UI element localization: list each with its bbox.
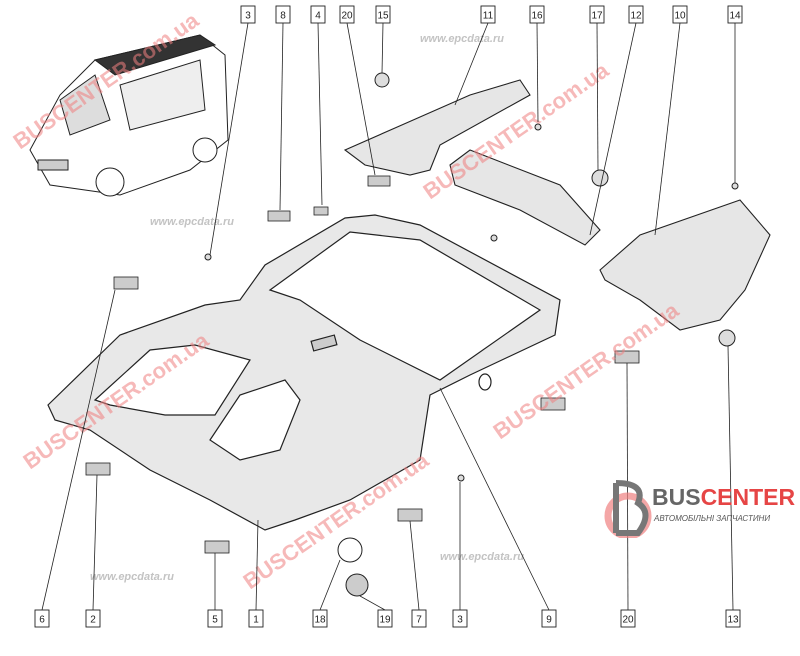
callout-box [628, 5, 644, 24]
callout-box [207, 609, 223, 628]
callout-box [452, 609, 468, 628]
callout-number: 8 [280, 11, 286, 22]
callout-box [240, 5, 256, 24]
callout-box [541, 609, 557, 628]
leader-line [41, 289, 116, 611]
callout-number: 18 [314, 615, 326, 626]
callout-box [620, 609, 636, 628]
callout-box [34, 609, 50, 628]
leader-line [654, 22, 681, 236]
buscenter-logo: BUSCENTER АВТОМОБІЛЬНІ ЗАПЧАСТИНИ [598, 478, 798, 538]
logo-mark-icon [604, 480, 652, 538]
callout-number: 15 [377, 11, 389, 22]
leader-line [209, 22, 249, 256]
callout-number: 12 [630, 11, 642, 22]
leader-line [454, 22, 489, 106]
callout-number: 14 [729, 11, 741, 22]
leader-line [409, 520, 420, 611]
callout-number: 20 [622, 615, 634, 626]
logo-title: BUSCENTER [652, 484, 795, 511]
callout-number: 10 [674, 11, 686, 22]
callout-number: 19 [379, 615, 391, 626]
callout-number: 1 [253, 615, 259, 626]
callout-box [377, 609, 393, 628]
watermark-site: www.epcdata.ru [440, 551, 524, 563]
vehicle-sketch [29, 34, 229, 197]
callout-number: 3 [245, 11, 251, 22]
callout-number: 6 [39, 615, 45, 626]
logo-subtitle: АВТОМОБІЛЬНІ ЗАПЧАСТИНИ [654, 514, 771, 523]
callout-number: 11 [483, 11, 494, 22]
leader-line [279, 22, 284, 211]
leader-line [589, 22, 637, 236]
leader-line [439, 387, 550, 611]
logo-center: CENTER [700, 484, 796, 510]
callout-number: 13 [727, 615, 739, 626]
callout-box [275, 5, 291, 24]
callout-number: 20 [341, 11, 353, 22]
callout-box [411, 609, 427, 628]
leader-line [92, 474, 98, 611]
callout-number: 17 [591, 11, 603, 22]
side-trims [343, 79, 771, 331]
logo-bus: BUS [652, 484, 701, 510]
leader-line [359, 595, 386, 611]
foam-pads [85, 175, 640, 554]
leader-line [346, 22, 376, 176]
callout-number: 7 [416, 615, 422, 626]
callout-number: 5 [212, 615, 218, 626]
callout-box [589, 5, 605, 24]
leader-line [381, 22, 384, 74]
callout-number: 9 [546, 615, 552, 626]
callout-box [375, 5, 391, 24]
callout-box [480, 5, 496, 24]
callout-box [312, 609, 328, 628]
watermark-site: www.epcdata.ru [420, 33, 504, 45]
callout-box [529, 5, 545, 24]
callout-box [725, 609, 741, 628]
leader-line [317, 22, 323, 206]
leader-line [727, 345, 734, 611]
leader-line [319, 559, 341, 611]
callout-box [85, 609, 101, 628]
leader-line [536, 22, 539, 123]
leader-line [255, 519, 259, 611]
callout-box [672, 5, 688, 24]
fasteners [204, 72, 739, 597]
callout-box [727, 5, 743, 24]
callout-number: 3 [457, 615, 463, 626]
callout-box [248, 609, 264, 628]
callout-box [339, 5, 355, 24]
callout-number: 4 [315, 11, 321, 22]
leader-line [596, 22, 599, 171]
headliner-panel [47, 214, 561, 531]
callout-number: 16 [531, 11, 543, 22]
watermark-site: www.epcdata.ru [90, 571, 174, 583]
watermark-site: www.epcdata.ru [150, 216, 234, 228]
callout-number: 2 [90, 615, 96, 626]
callout-box [310, 5, 326, 24]
